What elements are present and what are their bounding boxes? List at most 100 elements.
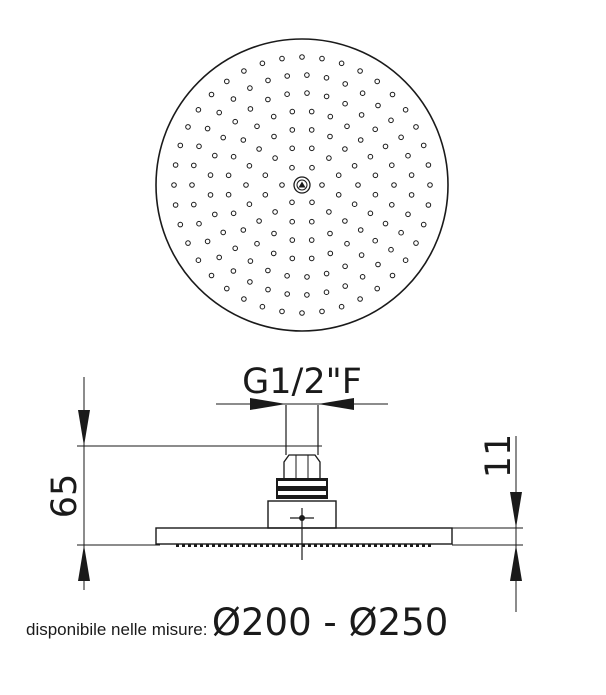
nozzle — [240, 227, 247, 233]
nozzle — [279, 308, 285, 315]
nozzle — [225, 172, 232, 179]
nozzle — [308, 127, 315, 133]
thread-dimension — [216, 398, 388, 410]
plate-nozzle — [404, 544, 407, 547]
nozzle — [372, 126, 379, 133]
nozzle — [309, 218, 315, 225]
plate-nozzle — [356, 544, 359, 547]
plate-nozzle — [218, 544, 221, 547]
nozzle — [374, 78, 381, 85]
plate-nozzle — [374, 544, 377, 547]
nozzle — [284, 291, 291, 297]
nozzle — [425, 202, 432, 208]
nozzle — [195, 257, 202, 264]
nozzle — [413, 124, 419, 130]
nozzle — [247, 279, 253, 285]
nozzle — [375, 261, 381, 268]
nozzle — [243, 182, 249, 188]
nozzle — [216, 109, 222, 116]
nozzle — [265, 286, 271, 293]
nozzle — [220, 134, 226, 141]
plate-nozzle — [350, 544, 353, 547]
plate-nozzle — [314, 544, 317, 547]
nozzle — [335, 172, 342, 178]
nozzle — [389, 202, 395, 208]
nozzle — [259, 60, 266, 67]
nozzle — [191, 162, 197, 169]
nozzle — [208, 91, 215, 98]
plate-nozzle — [254, 544, 257, 547]
nozzle — [212, 211, 218, 218]
nozzle — [326, 209, 332, 215]
nozzle — [327, 133, 333, 140]
nozzle — [327, 230, 333, 237]
nozzle — [388, 246, 394, 253]
plate-nozzle — [386, 544, 389, 547]
plate-nozzle — [368, 544, 371, 547]
nozzle — [338, 303, 345, 310]
nozzle — [389, 272, 396, 279]
nozzle — [405, 152, 411, 159]
nozzle — [326, 155, 332, 161]
plate-nozzle — [392, 544, 395, 547]
nozzle — [254, 240, 260, 247]
nozzle — [304, 274, 310, 280]
available-sizes: Ø200 - Ø250 — [211, 601, 449, 644]
plate-nozzle — [248, 544, 251, 547]
shower-head-top-view — [155, 38, 449, 332]
shower-head-outline — [155, 38, 449, 332]
nozzle — [309, 199, 315, 206]
nozzle — [308, 237, 315, 243]
nozzle — [225, 191, 232, 198]
nozzle — [230, 153, 237, 160]
nozzle — [265, 96, 271, 103]
availability-text: disponibile nelle misure: — [26, 620, 208, 639]
nozzle — [240, 137, 247, 143]
nozzle — [413, 240, 419, 246]
nozzle — [208, 272, 215, 279]
nozzle — [204, 125, 211, 132]
nozzle — [270, 113, 277, 120]
nozzle — [357, 296, 363, 302]
plate-nozzle — [278, 544, 281, 547]
nozzle — [289, 145, 296, 152]
nozzle — [256, 218, 262, 224]
nozzle — [289, 164, 295, 171]
nozzle — [374, 285, 381, 292]
nozzle — [309, 145, 315, 152]
center-logo-icon — [293, 176, 311, 194]
nozzle — [177, 142, 184, 149]
thread-size-label: G1/2"F — [242, 362, 362, 402]
plate-nozzle — [380, 544, 383, 547]
nozzle — [224, 285, 230, 292]
plate-nozzle — [290, 544, 293, 547]
nozzle — [323, 270, 330, 277]
nozzle — [319, 55, 325, 62]
nozzle — [342, 283, 349, 289]
nozzle — [357, 137, 364, 143]
plate-nozzle — [200, 544, 203, 547]
nozzle — [327, 250, 334, 257]
nozzle — [372, 191, 379, 198]
plate-thickness-label: 11 — [479, 434, 519, 479]
nozzle — [304, 72, 310, 78]
nozzle — [323, 289, 330, 296]
nozzle — [389, 91, 396, 98]
nozzle — [195, 107, 202, 113]
plate-nozzle — [344, 544, 347, 547]
nozzle — [358, 112, 365, 118]
nozzle — [359, 274, 366, 280]
nozzle — [299, 54, 305, 60]
nozzle — [216, 254, 222, 261]
nozzle — [247, 106, 254, 112]
shower-plate — [155, 527, 453, 545]
nozzle — [262, 192, 269, 198]
nozzle — [289, 255, 296, 262]
nozzle — [344, 240, 350, 247]
nozzle — [319, 182, 325, 188]
nozzle — [359, 90, 366, 96]
nozzle — [342, 263, 348, 270]
nozzle — [375, 102, 381, 109]
nozzle — [408, 172, 415, 178]
nozzle — [427, 182, 433, 188]
